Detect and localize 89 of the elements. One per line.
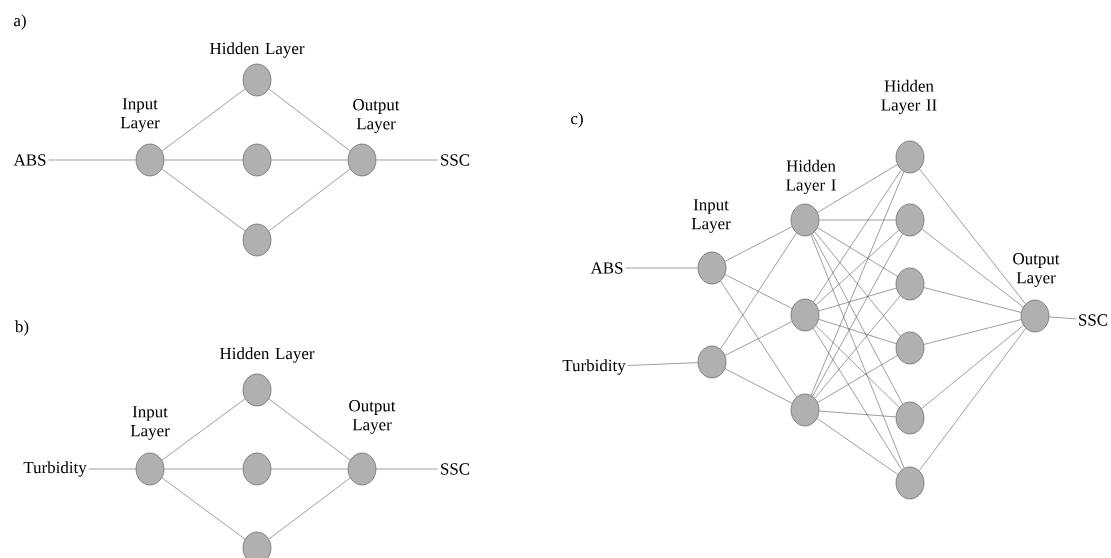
neuron-circle xyxy=(895,140,925,174)
connection-line xyxy=(814,295,901,399)
neuron-circle xyxy=(242,143,272,177)
layer-label: Output Layer xyxy=(1013,253,1060,287)
neuron-circle xyxy=(242,63,272,97)
layer-label: Input Layer xyxy=(691,199,731,233)
connection-line xyxy=(161,168,246,232)
connection-line xyxy=(161,398,246,461)
connection-line xyxy=(818,287,897,312)
layer-label: Output Layer xyxy=(349,400,396,434)
connection-line xyxy=(817,164,898,213)
layer-label: Input Layer xyxy=(120,98,160,132)
connection-line xyxy=(627,362,698,366)
connection-line xyxy=(921,228,1024,308)
layer-label: a) xyxy=(14,14,26,30)
layer-label: Hidden Layer xyxy=(220,347,315,363)
connection-line xyxy=(814,231,901,337)
connection-line xyxy=(271,159,348,161)
connection-line xyxy=(810,234,905,469)
neuron-circle xyxy=(697,345,727,379)
connection-line xyxy=(625,267,698,269)
connection-line xyxy=(720,280,797,398)
layer-label: Input Layer xyxy=(130,406,170,440)
layer-label: b) xyxy=(14,320,29,336)
neuron-circle xyxy=(895,267,925,301)
connection-line xyxy=(919,328,1026,471)
connection-line xyxy=(1049,316,1076,320)
neuron-circle xyxy=(697,251,727,285)
layer-label: Hidden Layer xyxy=(210,42,305,58)
connection-line xyxy=(376,159,438,161)
neuron-circle xyxy=(347,452,377,486)
connection-line xyxy=(164,159,243,161)
connection-line xyxy=(815,325,900,408)
connection-line xyxy=(268,88,351,152)
connection-line xyxy=(815,229,900,306)
variable-label: SSC xyxy=(1079,314,1108,326)
layer-label: Hidden Layer II xyxy=(881,79,937,115)
connection-line xyxy=(813,169,902,303)
connection-line xyxy=(271,468,348,470)
connection-line xyxy=(268,477,351,540)
connection-line xyxy=(161,88,246,152)
connection-line xyxy=(921,325,1024,409)
connection-line xyxy=(813,328,902,470)
neuron-circle xyxy=(135,143,165,177)
neuron-circle xyxy=(242,531,272,558)
neuron-circle xyxy=(790,203,820,237)
neuron-circle xyxy=(790,393,820,427)
connection-line xyxy=(268,398,351,461)
layer-label: Hidden Layer I xyxy=(786,159,836,195)
variable-label: Turbidity xyxy=(562,359,626,375)
connection-line xyxy=(817,227,898,277)
connection-line xyxy=(724,321,793,356)
connection-line xyxy=(919,168,1026,305)
connection-line xyxy=(817,355,898,403)
connection-line xyxy=(923,319,1022,345)
neuron-circle xyxy=(790,298,820,332)
connection-line xyxy=(268,168,351,232)
variable-label: SSC xyxy=(441,463,470,475)
connection-line xyxy=(376,468,438,470)
connection-line xyxy=(724,274,793,309)
neuron-circle xyxy=(895,203,925,237)
connection-line xyxy=(48,159,136,161)
neuron-circle xyxy=(895,401,925,435)
connection-line xyxy=(724,226,793,262)
neuron-circle xyxy=(242,223,272,257)
connection-line xyxy=(816,418,899,475)
connection-line xyxy=(818,319,897,344)
neuron-circle xyxy=(347,143,377,177)
connection-line xyxy=(88,468,136,470)
variable-label: Turbidity xyxy=(23,461,87,477)
connection-line xyxy=(720,232,797,350)
neuron-circle xyxy=(895,331,925,365)
connection-line xyxy=(819,410,896,418)
variable-label: ABS xyxy=(590,262,623,274)
variable-label: SSC xyxy=(441,154,470,166)
layer-label: c) xyxy=(571,112,583,128)
neuron-circle xyxy=(895,466,925,500)
connection-line xyxy=(810,171,905,396)
connection-line xyxy=(819,219,896,221)
neuron-circle xyxy=(242,373,272,407)
connection-line xyxy=(161,477,246,540)
connection-line xyxy=(724,368,793,404)
layer-label: Output Layer xyxy=(353,99,400,133)
neuron-circle xyxy=(135,452,165,486)
variable-label: ABS xyxy=(13,154,46,166)
connection-line xyxy=(923,287,1022,313)
connection-line xyxy=(164,468,243,470)
neuron-circle xyxy=(1020,299,1050,333)
neuron-circle xyxy=(242,452,272,486)
